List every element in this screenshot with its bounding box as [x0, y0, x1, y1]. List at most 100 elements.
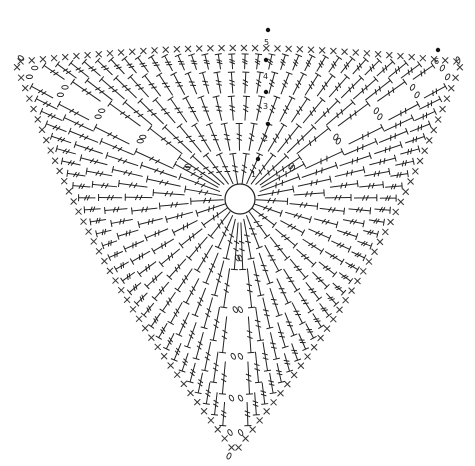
- round-5-stitch: [405, 133, 425, 143]
- round-5-stitch: [127, 283, 141, 295]
- round-5-stitch: [284, 353, 293, 372]
- round-5-stitch: [109, 57, 125, 74]
- round-3-stitch: [192, 288, 206, 317]
- round-4-stitch: [219, 361, 227, 394]
- round-2-stitch: [268, 123, 287, 151]
- round-4-stitch: [369, 155, 396, 165]
- round-4-stitch: [63, 114, 94, 131]
- edge-single-crochet: [71, 198, 77, 204]
- round-3-corner-chain: [377, 113, 383, 120]
- round-4-stitch: [176, 312, 189, 336]
- round-5-stitch: [291, 343, 301, 361]
- edge-single-crochet: [86, 229, 92, 235]
- round-1-start-dot: [256, 157, 260, 161]
- round-3-stitch: [247, 316, 255, 352]
- round-5-stitch: [163, 333, 174, 350]
- round-3-stitch: [138, 218, 163, 228]
- round-4-stitch: [364, 168, 390, 177]
- round-3-stitch: [309, 229, 331, 241]
- round-3-stitch: [123, 100, 152, 125]
- round-4-stitch: [305, 73, 321, 96]
- edge-single-crochet: [426, 137, 432, 143]
- chain-stitches: [17, 55, 460, 460]
- round-3-stitch: [106, 152, 138, 166]
- round-2-corner-chain: [232, 306, 238, 313]
- round-3-stitch: [255, 307, 264, 341]
- round-5-stitch: [156, 323, 167, 339]
- round-3-corner-chain: [373, 107, 379, 114]
- edge-single-crochet: [35, 116, 41, 122]
- round-2-corner-chain: [333, 133, 339, 140]
- round-5-start-dot: [266, 28, 270, 32]
- round-4-stitch: [113, 75, 136, 98]
- round-4-stitch: [80, 154, 107, 164]
- round-5-stitch: [306, 324, 317, 340]
- round-3-stitch: [344, 138, 377, 155]
- round-2-stitch: [134, 148, 173, 168]
- round-1-stitch: [251, 153, 276, 184]
- round-4-stitch: [105, 207, 128, 214]
- round-4-stitch: [246, 362, 253, 395]
- round-5-stitch: [102, 240, 117, 249]
- round-1-stitch: [244, 219, 255, 259]
- round-4-stitch: [99, 194, 123, 201]
- round-5-stitch: [114, 262, 129, 272]
- round-5-stitch: [35, 96, 58, 110]
- round-3-stitch: [268, 96, 280, 121]
- round-4-stitch: [262, 342, 271, 371]
- edge-single-crochet: [440, 106, 446, 112]
- round-2-stitch: [192, 123, 211, 152]
- round-4-stitch: [349, 207, 371, 214]
- round-4-stitch: [99, 76, 124, 99]
- edge-single-crochet: [148, 335, 154, 341]
- round-5-stitch: [390, 170, 408, 178]
- round-1-stitch: [208, 211, 230, 238]
- round-3-stitch: [108, 101, 141, 126]
- edge-single-crochet: [40, 56, 46, 62]
- round-5-stitch: [96, 229, 112, 237]
- round-5-corner-chain: [237, 429, 243, 436]
- round-4-stitch: [199, 72, 209, 94]
- edge-single-crochet: [417, 158, 423, 164]
- edge-single-crochet: [22, 85, 28, 91]
- edge-single-crochet: [124, 297, 130, 303]
- round-3-stitch: [228, 96, 235, 120]
- edge-single-crochet: [360, 268, 366, 274]
- round-5-stitch: [419, 96, 441, 110]
- round-3-stitch: [243, 96, 250, 120]
- edge-single-crochet: [230, 45, 236, 51]
- edge-single-crochet: [140, 48, 146, 54]
- edge-single-crochet: [243, 435, 249, 441]
- edge-single-crochet: [343, 297, 349, 303]
- edge-single-crochet: [113, 278, 119, 284]
- edge-single-crochet: [448, 85, 454, 91]
- round-3-stitch: [213, 96, 222, 121]
- round-4-stitch: [152, 282, 169, 301]
- round-5-stitch: [162, 54, 173, 71]
- round-5-stitch: [326, 293, 339, 306]
- edge-single-crochet: [308, 47, 314, 53]
- edge-single-crochet: [377, 239, 383, 245]
- round-4-stitch: [242, 72, 249, 93]
- edge-single-crochet: [219, 45, 225, 51]
- round-5-stitch: [377, 59, 395, 76]
- round-4-stitch: [128, 74, 149, 97]
- round-2-stitch: [294, 189, 325, 196]
- round-3-stitch: [277, 279, 292, 305]
- round-5-stitch: [333, 283, 346, 295]
- edge-single-crochet: [342, 49, 348, 55]
- edge-corner-chain: [17, 55, 24, 62]
- round-4-stitch: [278, 322, 289, 348]
- round-4-stitch: [343, 219, 364, 227]
- round-5-stitch: [341, 56, 355, 73]
- round-4-stitch: [228, 72, 235, 93]
- edge-single-crochet: [393, 209, 399, 215]
- round-3-stitch: [118, 180, 147, 188]
- round-5-stitch: [134, 293, 147, 306]
- round-6-label: 6: [434, 57, 439, 66]
- round-6-start-dot: [436, 48, 440, 52]
- round-5-stitch: [374, 207, 390, 214]
- round-5-stitch: [195, 373, 203, 394]
- round-4-stitch: [325, 251, 344, 264]
